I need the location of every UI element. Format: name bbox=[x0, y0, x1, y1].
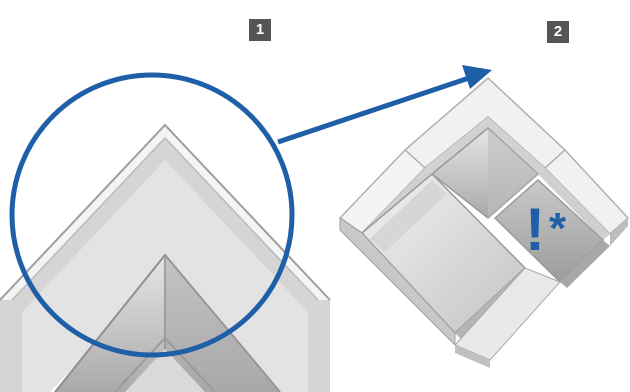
step-2-badge: 2 bbox=[547, 21, 569, 43]
corner-frame-detail bbox=[0, 123, 331, 392]
step-1-badge: 1 bbox=[249, 19, 271, 41]
warning-exclamation: ! bbox=[525, 196, 545, 263]
pointer-arrow bbox=[277, 65, 492, 145]
warning-asterisk: * bbox=[549, 204, 567, 253]
zoom-circle bbox=[9, 72, 295, 358]
zoom-detail bbox=[0, 123, 331, 392]
assembly-overview bbox=[338, 76, 630, 388]
